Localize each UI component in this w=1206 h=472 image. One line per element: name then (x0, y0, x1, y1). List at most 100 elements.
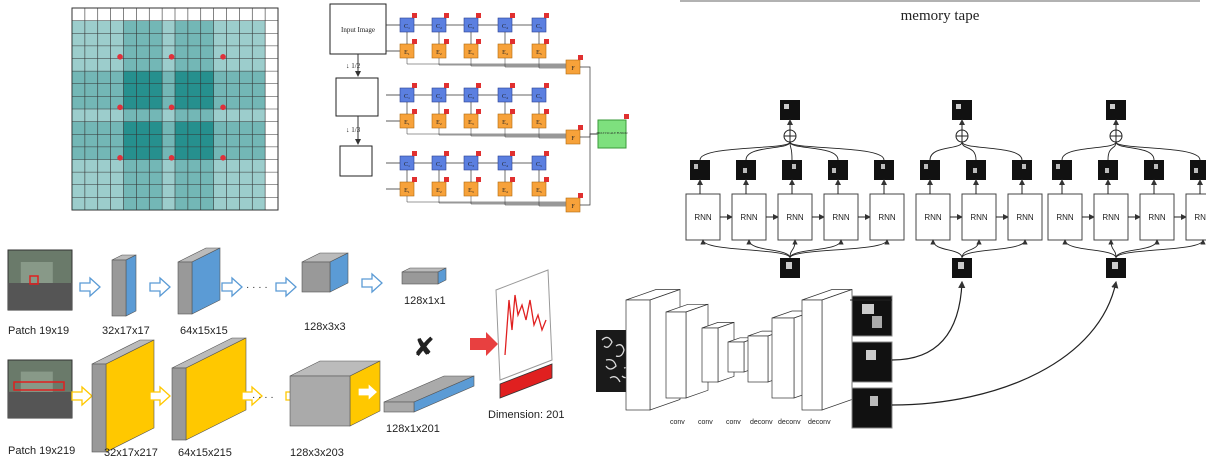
flow-arrow (71, 385, 93, 407)
conv-layer-block (747, 335, 769, 383)
grid-dot (220, 104, 226, 111)
dimension-text: 128x1x1 (404, 295, 446, 307)
downscale-label-2: ↓ 1/3 (346, 126, 361, 134)
e-block-label: E₅ (536, 50, 542, 56)
rnn-label: RNN (924, 213, 942, 222)
feature-block (401, 271, 439, 285)
memory-read-patch (952, 100, 972, 120)
layer-label: deconv (750, 419, 773, 426)
conv-layer-block (801, 299, 823, 411)
flow-arrow (79, 276, 101, 298)
e-block-label: E₄ (502, 188, 508, 194)
layer-label: conv (698, 419, 713, 426)
grid-dot (117, 54, 123, 60)
downscale-label-1: ↓ 1/2 (346, 62, 361, 70)
c-block-label: C₃ (468, 94, 474, 100)
layer-label: conv (670, 419, 685, 426)
red-arrow (470, 332, 498, 356)
dimension-text: 32x17x217 (104, 447, 158, 459)
flow-arrow (241, 385, 263, 407)
rnn-label: RNN (878, 213, 896, 222)
feature-block (383, 401, 415, 413)
memory-read-patch (1106, 100, 1126, 120)
scale-box-2 (335, 77, 379, 117)
rnn-output-patch (828, 160, 848, 180)
grid-dot (168, 54, 175, 60)
feature-block (301, 261, 331, 293)
rnn-output-patch (1012, 160, 1032, 180)
rnn-label: RNN (740, 213, 758, 222)
dimension-text: 128x3x203 (290, 447, 344, 459)
rnn-label: RNN (1194, 213, 1206, 222)
conv-layer-block (727, 341, 745, 373)
ellipsis: · · · · (246, 282, 268, 293)
scale-box-3 (339, 145, 373, 177)
e-block-label: E₄ (502, 50, 508, 56)
e-block-label: E₅ (536, 120, 542, 126)
grid-dot (220, 54, 226, 60)
rnn-output-patch (1144, 160, 1164, 180)
flow-arrow (361, 272, 383, 294)
e-block-label: E₄ (502, 120, 508, 126)
f-block-label: F (571, 136, 575, 142)
grid-shading (72, 20, 266, 210)
rnn-groups: RNNRNNRNNRNNRNNRNNRNNRNNRNNRNNRNNRNN (685, 100, 1206, 278)
c-block-label: C₂ (436, 24, 442, 30)
grid-red-dots (117, 54, 226, 161)
flow-arrow (221, 276, 243, 298)
e-block-label: E₂ (436, 120, 442, 126)
fusion-label: MULTI SCALE FUSION (596, 131, 628, 135)
multiscale-diagram: Input Image ↓ 1/2 ↓ 1/3 C₁ E₁ C₂ E₂ C₃ E₃ C₄ E₄… (329, 3, 629, 213)
rnn-cell (823, 193, 859, 241)
dimension-text: 128x1x201 (386, 423, 440, 435)
rnn-output-patch (690, 160, 710, 180)
layer-label: deconv (808, 419, 831, 426)
conv-deconv-stack (625, 289, 853, 411)
e-block-label: E₅ (536, 188, 542, 194)
c-block-label: C₃ (468, 162, 474, 168)
grid-dot (117, 104, 123, 111)
feature-block (171, 367, 187, 441)
output-patch-3 (851, 387, 893, 429)
layer-label: deconv (778, 419, 801, 426)
c-block-label: C₂ (436, 162, 442, 168)
c-block-label: C₁ (404, 162, 410, 168)
output-patch-2 (851, 341, 893, 383)
feature-block (289, 375, 351, 427)
conv-layer-block (625, 299, 651, 411)
dimension-text: Patch 19x219 (8, 445, 75, 457)
c-block-label: C₄ (502, 162, 508, 168)
input-image-label: Input Image (341, 26, 375, 34)
rnn-label: RNN (694, 213, 712, 222)
cnn-top-row: · · · · (7, 247, 447, 317)
fusion-output-marker (624, 114, 629, 119)
flow-rows: C₁E₁C₂E₂C₃E₃C₄E₄C₅E₅FC₁E₁C₂E₂C₃E₃C₄E₄C₅E… (386, 13, 598, 213)
e-block-label: E₃ (468, 120, 474, 126)
rnn-label: RNN (1016, 213, 1034, 222)
memory-tape-title: memory tape (901, 8, 980, 24)
e-block-label: E₁ (404, 188, 410, 194)
cross-mark: ✘ (413, 332, 435, 362)
c-block-label: C₁ (404, 94, 410, 100)
c-block-label: C₃ (468, 24, 474, 30)
rnn-label: RNN (970, 213, 988, 222)
conv-layer-block (701, 327, 719, 383)
e-block-label: E₂ (436, 188, 442, 194)
rnn-label: RNN (786, 213, 804, 222)
rnn-cell (1093, 193, 1129, 241)
fusion-box (597, 119, 627, 149)
flow-arrow (149, 385, 171, 407)
conv-layer-block (665, 311, 687, 399)
dimension-label: Dimension: 201 (488, 409, 564, 421)
cnn-patch-diagram: · · · · · · · · ✘ Dimension: 201 (7, 247, 564, 453)
signal-plot (495, 269, 553, 399)
f-block-label: F (571, 204, 575, 210)
rnn-label: RNN (1102, 213, 1120, 222)
rnn-output-patch (920, 160, 940, 180)
dimension-text: 32x17x17 (102, 325, 150, 337)
layer-label: conv (726, 419, 741, 426)
conv-labels: conv conv conv deconv deconv deconv (670, 419, 831, 426)
e-block-label: E₃ (468, 50, 474, 56)
flow-arrow (149, 276, 171, 298)
rnn-output-patch (1052, 160, 1072, 180)
